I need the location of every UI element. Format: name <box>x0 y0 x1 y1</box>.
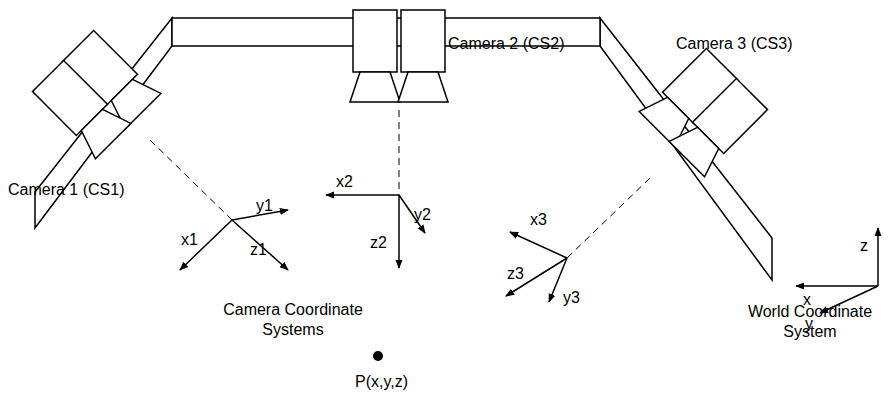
axis-label-box: x <box>803 290 811 310</box>
camera-3-pair <box>639 46 769 176</box>
axis-label: y3 <box>563 289 580 306</box>
axis-label-box: x3 <box>530 210 547 230</box>
optical-axis <box>150 110 650 258</box>
axis-label: x2 <box>336 173 353 190</box>
axis-label-box: z2 <box>370 233 387 253</box>
axis-label: y1 <box>256 197 273 214</box>
axis-label-box: z1 <box>250 240 267 260</box>
camera-label: Camera 1 (CS1) <box>8 181 124 198</box>
axis-label: y2 <box>414 206 431 223</box>
axis-label: z1 <box>250 241 267 258</box>
camera-1-pair <box>30 28 160 158</box>
axis-label: x <box>803 291 811 308</box>
caption-label-box: Camera Coordinate Systems <box>218 300 368 340</box>
point-label: P(x,y,z) <box>355 373 408 390</box>
coordinate-axes <box>180 195 878 313</box>
axis-label-box: y2 <box>414 205 431 225</box>
camera-2-pair <box>350 10 448 102</box>
camera-label-box: Camera 2 (CS2) <box>448 34 564 54</box>
axis-label-box: y <box>805 314 813 334</box>
axis-label-box: y1 <box>256 196 273 216</box>
camera-label: Camera 3 (CS3) <box>676 35 792 52</box>
camera-label: Camera 2 (CS2) <box>448 35 564 52</box>
camera-label-box: Camera 1 (CS1) <box>8 180 124 200</box>
axis-label: z3 <box>507 265 524 282</box>
axis-label: z <box>860 237 868 254</box>
camera-label-box: Camera 3 (CS3) <box>676 34 792 54</box>
caption-label: Camera Coordinate Systems <box>223 301 363 338</box>
axis-label: x3 <box>530 211 547 228</box>
axis-label: y <box>805 315 813 332</box>
axis-label-box: z <box>860 236 868 256</box>
axis-label-box: x1 <box>181 230 198 250</box>
axis-label-box: y3 <box>563 288 580 308</box>
point-label-box: P(x,y,z) <box>355 372 408 392</box>
axis-label-box: x2 <box>336 172 353 192</box>
point-p <box>373 351 383 361</box>
axis-label-box: z3 <box>507 264 524 284</box>
axis-label: x1 <box>181 231 198 248</box>
axis-label: z2 <box>370 234 387 251</box>
